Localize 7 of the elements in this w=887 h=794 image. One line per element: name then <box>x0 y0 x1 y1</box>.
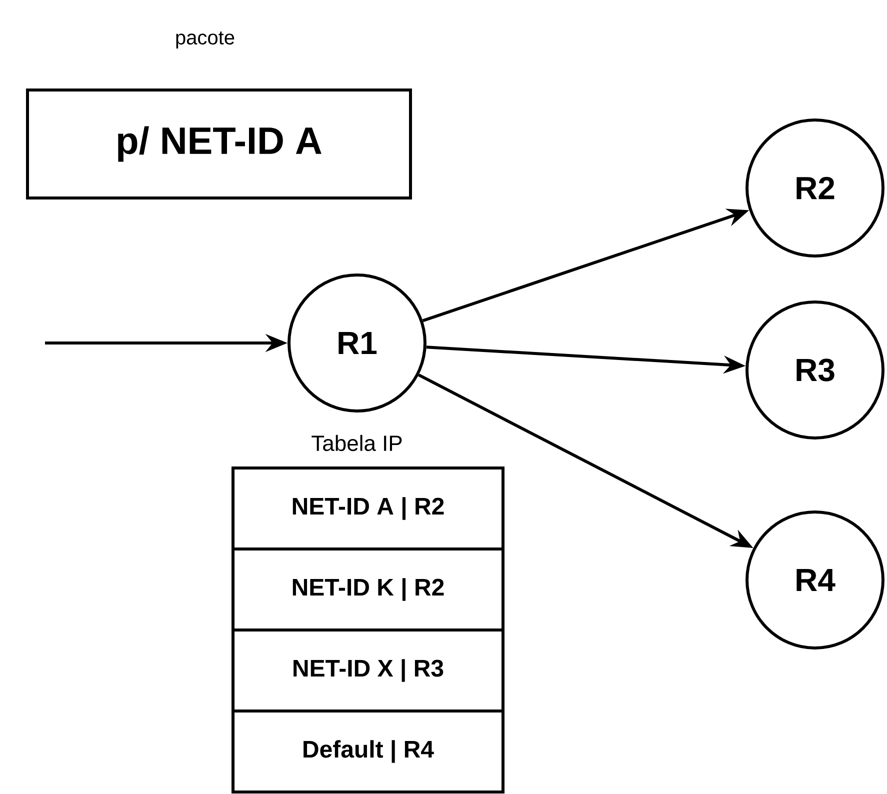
node-label: Tabela IP <box>312 434 402 452</box>
table-row: NET-ID K | R2 <box>232 548 504 632</box>
table-row: Default | R4 <box>232 710 504 794</box>
table-row: NET-ID X | R3 <box>232 628 504 712</box>
packet-box: pacote p/ NET-ID A <box>26 31 412 200</box>
table-row: NET-ID A | R2 <box>232 466 504 550</box>
node-label: pacote <box>176 31 234 49</box>
